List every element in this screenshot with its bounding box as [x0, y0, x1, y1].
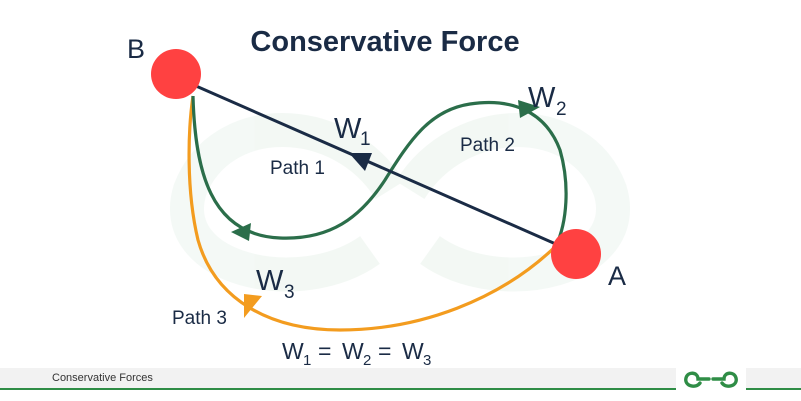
logo-glyph: [684, 371, 738, 388]
svg-text:W: W: [334, 113, 362, 145]
path-3-curve: [187, 95, 558, 332]
work-1-label: W 1: [334, 113, 371, 150]
work-equality-equation: W 1 = W 2 = W 3: [282, 338, 431, 369]
svg-text:W: W: [528, 82, 556, 114]
svg-text:3: 3: [284, 282, 295, 303]
svg-text:=: =: [378, 338, 391, 364]
path-3-arrow: [244, 294, 262, 318]
path-2-curve: [191, 95, 568, 247]
geeksforgeeks-logo-icon: [676, 362, 746, 394]
point-a: [551, 229, 601, 279]
svg-text:W: W: [256, 265, 284, 297]
svg-text:W: W: [282, 338, 304, 364]
path-1-label: Path 1: [270, 158, 325, 179]
svg-text:1: 1: [360, 129, 371, 150]
point-a-label: A: [608, 261, 626, 291]
svg-text:1: 1: [303, 352, 311, 369]
path-2-arrow-top: [518, 100, 540, 118]
point-b: [151, 49, 201, 99]
svg-text:3: 3: [423, 352, 431, 369]
footer-caption: Conservative Forces: [52, 372, 153, 384]
diagram-title: Conservative Force: [250, 26, 519, 58]
work-2-label: W 2: [528, 82, 567, 120]
path-1-line: [195, 84, 559, 247]
svg-text:2: 2: [556, 99, 567, 120]
svg-text:=: =: [318, 338, 331, 364]
work-3-label: W 3: [256, 265, 295, 303]
path-3-label: Path 3: [172, 308, 227, 329]
path-2-label: Path 2: [460, 135, 515, 156]
svg-text:W: W: [402, 338, 424, 364]
path-2-arrow-left: [231, 223, 251, 241]
svg-text:2: 2: [363, 352, 371, 369]
path-1-arrow: [349, 153, 372, 171]
svg-text:W: W: [342, 338, 364, 364]
footer-bar: Conservative Forces: [0, 368, 801, 390]
point-b-label: B: [127, 34, 145, 64]
